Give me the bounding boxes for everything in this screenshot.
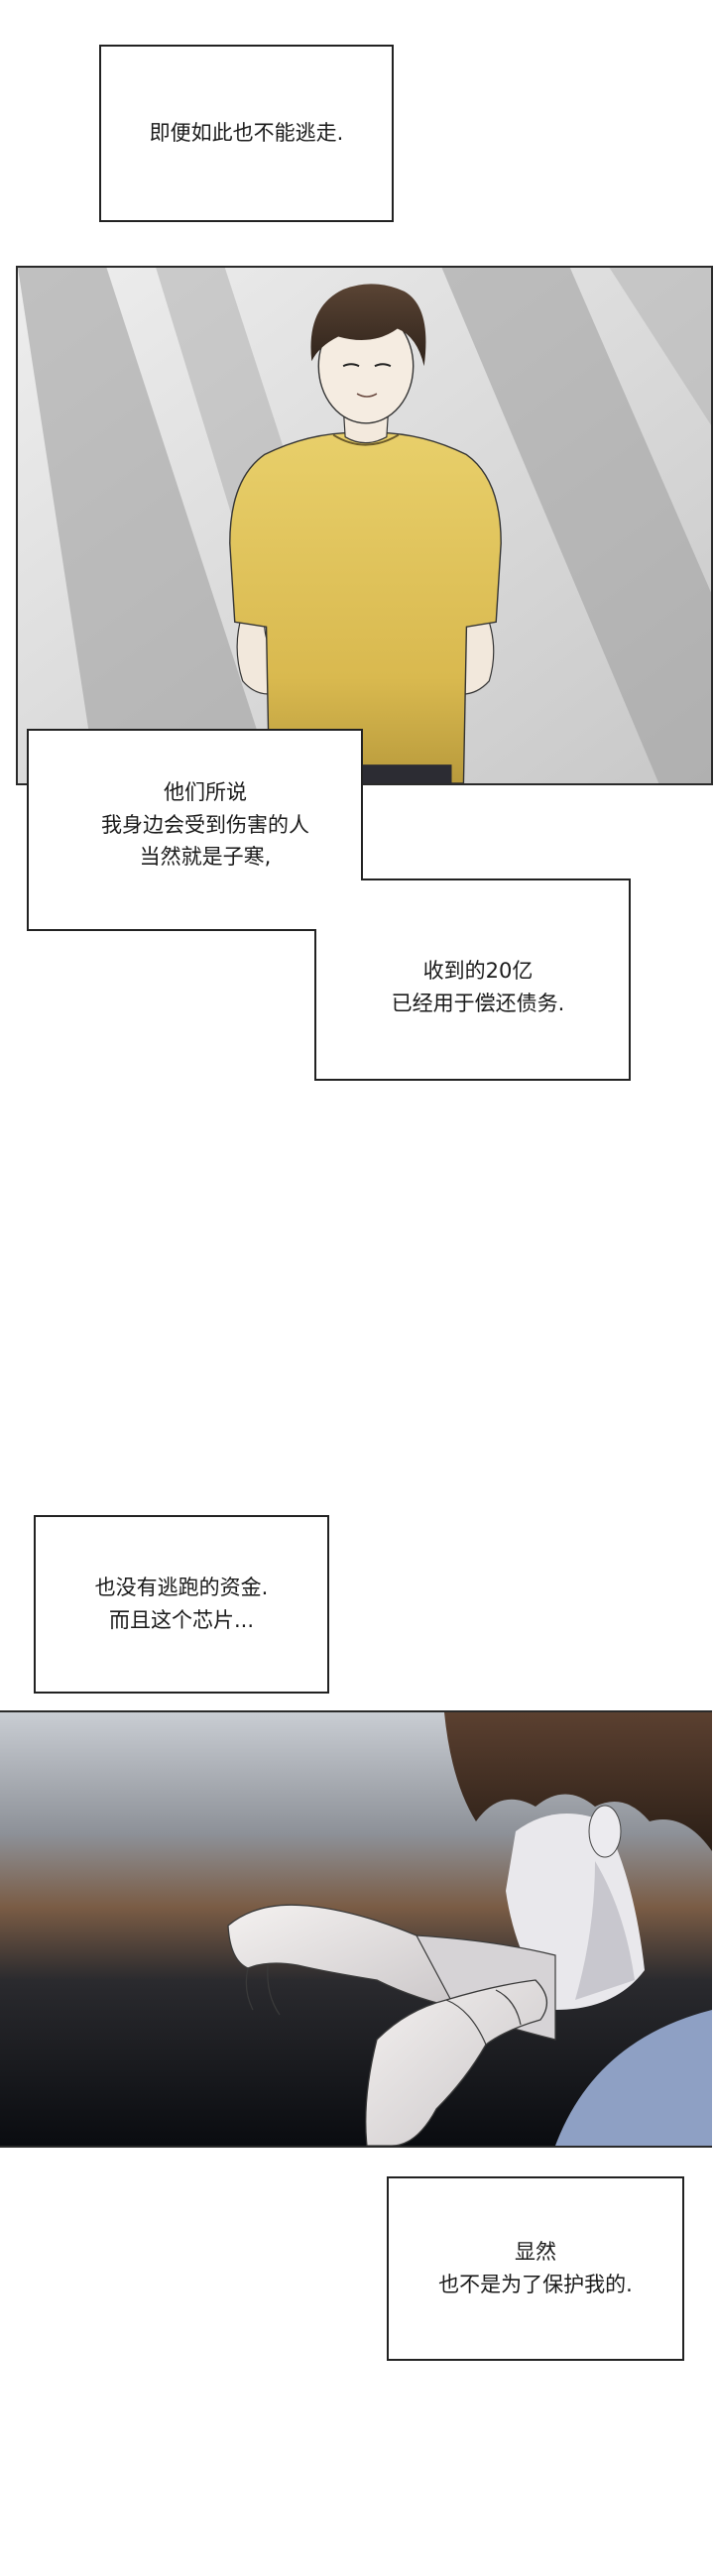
caption-box-1: 即便如此也不能逃走. bbox=[99, 45, 394, 222]
panel-hands-wrist bbox=[0, 1710, 712, 2148]
caption-4-line-2: 而且这个芯片... bbox=[108, 1608, 255, 1632]
caption-2-line-3: 当然就是子寒, bbox=[139, 845, 272, 870]
caption-stepped-outline bbox=[27, 729, 631, 1081]
caption-2-line-1: 他们所说 bbox=[164, 780, 247, 804]
caption-5-line-2: 也不是为了保护我的. bbox=[438, 2273, 633, 2296]
panel-2-illustration bbox=[0, 1712, 712, 2146]
caption-box-2: 他们所说 我身边会受到伤害的人 当然就是子寒, bbox=[37, 776, 374, 874]
caption-2-line-2: 我身边会受到伤害的人 bbox=[101, 812, 309, 837]
caption-box-4: 也没有逃跑的资金. 而且这个芯片... bbox=[34, 1515, 329, 1694]
caption-1-line-1: 即便如此也不能逃走. bbox=[149, 121, 344, 146]
caption-3-line-2: 已经用于偿还债务. bbox=[391, 991, 565, 1015]
panel-man-yellow-shirt bbox=[16, 266, 713, 785]
caption-box-3: 收到的20亿 已经用于偿还债务. bbox=[344, 955, 612, 1019]
caption-5-line-1: 显然 bbox=[515, 2240, 556, 2265]
caption-stepped-group: 他们所说 我身边会受到伤害的人 当然就是子寒, 收到的20亿 已经用于偿还债务. bbox=[27, 729, 632, 1081]
caption-3-line-1: 收到的20亿 bbox=[422, 959, 534, 983]
caption-box-5: 显然 也不是为了保护我的. bbox=[387, 2176, 684, 2361]
panel-1-illustration bbox=[18, 268, 711, 783]
caption-4-line-1: 也没有逃跑的资金. bbox=[94, 1576, 269, 1600]
